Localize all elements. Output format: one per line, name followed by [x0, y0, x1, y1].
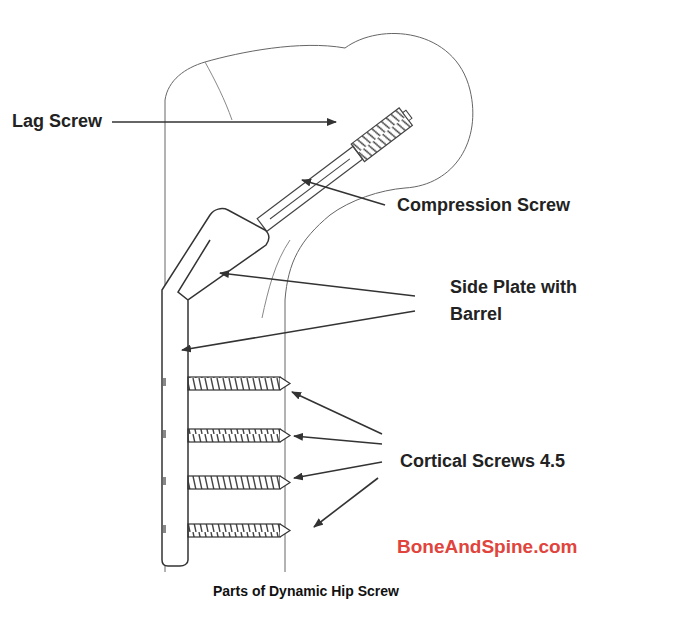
part-label: Lag Screw	[12, 108, 122, 135]
femur-outline	[165, 33, 473, 572]
leader-lines	[112, 122, 415, 527]
part-label: Side Plate with Barrel	[450, 274, 600, 328]
watermark: BoneAndSpine.com	[397, 533, 657, 562]
part-label: Cortical Screws 4.5	[400, 448, 660, 475]
caption: Parts of Dynamic Hip Screw	[213, 582, 513, 600]
part-label: Compression Screw	[397, 192, 647, 219]
cortical-screws	[188, 377, 290, 537]
lag-screw	[255, 105, 415, 233]
